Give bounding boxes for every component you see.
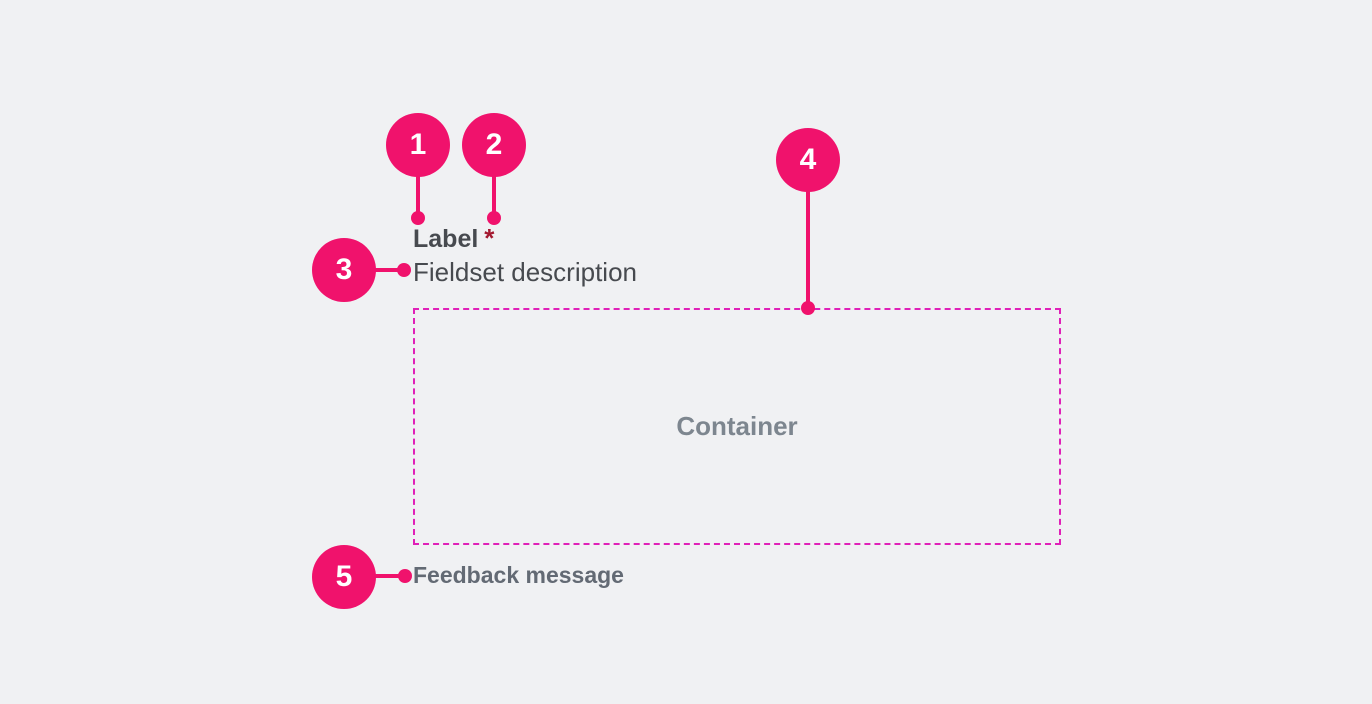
callout-dot-5 bbox=[398, 569, 412, 583]
callout-badge-2: 2 bbox=[462, 113, 526, 177]
callout-badge-5: 5 bbox=[312, 545, 376, 609]
container-label: Container bbox=[676, 411, 798, 441]
callout-line-3 bbox=[375, 268, 405, 272]
callout-badge-1: 1 bbox=[386, 113, 450, 177]
required-marker: * bbox=[484, 223, 495, 253]
callout-dot-2 bbox=[487, 211, 501, 225]
callout-number-2: 2 bbox=[485, 128, 503, 161]
container-box: Container bbox=[413, 308, 1061, 545]
callout-dot-3 bbox=[397, 263, 411, 277]
callout-dot-1 bbox=[411, 211, 425, 225]
callout-number-1: 1 bbox=[409, 128, 427, 161]
fieldset-description: Fieldset description bbox=[413, 257, 637, 287]
callout-dot-4 bbox=[801, 301, 815, 315]
callout-line-4 bbox=[806, 191, 810, 307]
callout-line-5 bbox=[375, 574, 405, 578]
callout-line-2 bbox=[492, 176, 496, 216]
callout-line-1 bbox=[416, 176, 420, 216]
callout-badge-4: 4 bbox=[776, 128, 840, 192]
callout-number-4: 4 bbox=[799, 143, 817, 176]
feedback-message: Feedback message bbox=[413, 562, 624, 588]
callout-number-3: 3 bbox=[335, 253, 353, 286]
field-label: Label bbox=[413, 225, 479, 253]
callout-badge-3: 3 bbox=[312, 238, 376, 302]
callout-number-5: 5 bbox=[335, 560, 353, 593]
label-row: Label * bbox=[413, 223, 494, 255]
